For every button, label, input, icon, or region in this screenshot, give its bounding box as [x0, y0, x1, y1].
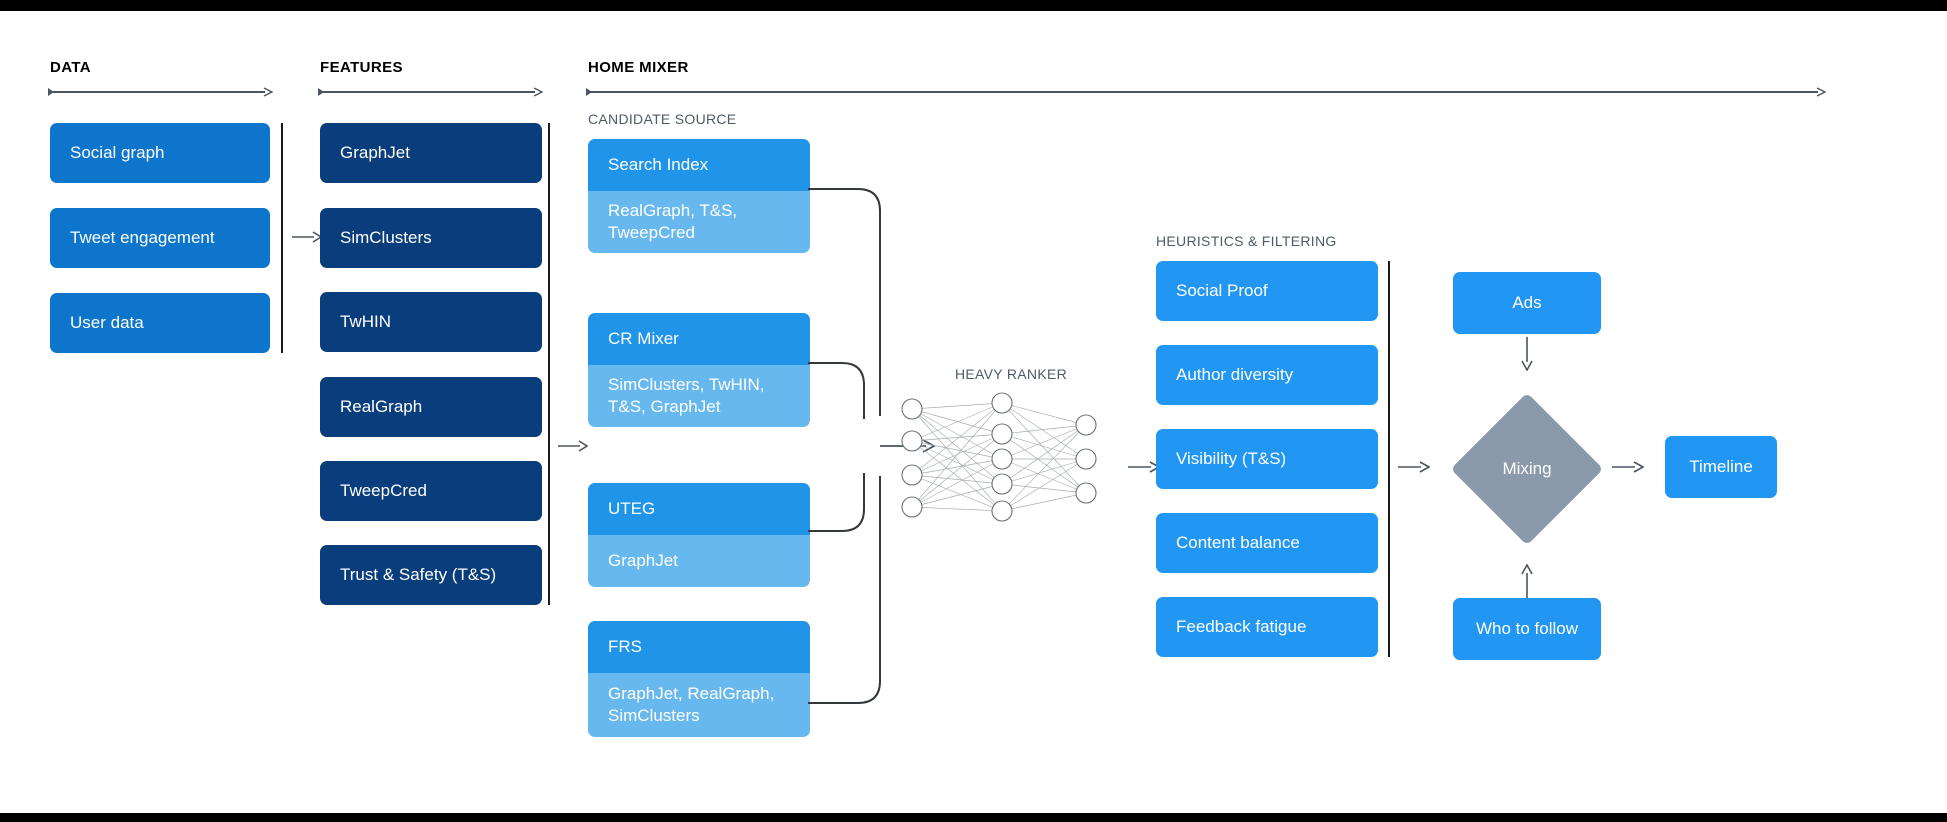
data-box-user-data[interactable]: User data [50, 293, 270, 353]
axis-arrow-features [318, 87, 543, 97]
candidate-source-card-uteg[interactable]: UTEG GraphJet [588, 483, 810, 587]
arrow-data-to-features [292, 231, 322, 243]
axis-line [322, 91, 535, 93]
output-box-who-to-follow[interactable]: Who to follow [1453, 598, 1601, 660]
nn-edges [911, 402, 1087, 512]
candidate-source-name: CR Mixer [588, 313, 810, 365]
candidate-source-card-frs[interactable]: FRS GraphJet, RealGraph, SimClusters [588, 621, 810, 737]
feature-box-simclusters[interactable]: SimClusters [320, 208, 542, 268]
divider-heuristics-mixing [1388, 261, 1390, 657]
feature-box-realgraph[interactable]: RealGraph [320, 377, 542, 437]
candidate-source-name: FRS [588, 621, 810, 673]
axis-line [52, 91, 265, 93]
timeline-label: Timeline [1689, 457, 1753, 477]
arrow-features-to-candidate-source [558, 440, 588, 452]
data-box-label: Tweet engagement [70, 228, 215, 248]
feature-box-label: TwHIN [340, 312, 391, 332]
data-box-label: Social graph [70, 143, 165, 163]
divider-features-homemixer [548, 123, 550, 605]
who-to-follow-label: Who to follow [1475, 619, 1579, 639]
data-box-label: User data [70, 313, 144, 333]
nn-nodes [901, 392, 1097, 522]
heavy-ranker-neural-network [901, 392, 1097, 522]
data-box-tweet-engagement[interactable]: Tweet engagement [50, 208, 270, 268]
axis-tail-icon [318, 88, 324, 96]
feature-box-label: Trust & Safety (T&S) [340, 565, 497, 585]
heuristic-box-label: Author diversity [1176, 365, 1294, 385]
arrow-who-to-follow-to-mixing [1521, 564, 1533, 598]
heuristic-box-label: Content balance [1176, 533, 1300, 553]
section-title-home-mixer: HOME MIXER [588, 59, 689, 76]
candidate-source-name: UTEG [588, 483, 810, 535]
feature-box-label: RealGraph [340, 397, 423, 417]
axis-arrow-home-mixer [586, 87, 1826, 97]
feature-box-graphjet[interactable]: GraphJet [320, 123, 542, 183]
feature-box-label: GraphJet [340, 143, 410, 163]
output-box-ads[interactable]: Ads [1453, 272, 1601, 334]
candidate-source-features: GraphJet, RealGraph, SimClusters [588, 673, 810, 737]
heuristic-box-visibility[interactable]: Visibility (T&S) [1156, 429, 1378, 489]
subsection-title-candidate-source: CANDIDATE SOURCE [588, 111, 737, 127]
heuristic-box-label: Visibility (T&S) [1176, 449, 1287, 469]
arrow-ads-to-mixing [1521, 337, 1533, 371]
arrowhead-icon [263, 87, 273, 97]
feature-box-label: TweepCred [340, 481, 427, 501]
axis-tail-icon [48, 88, 54, 96]
subsection-title-heuristics: HEURISTICS & FILTERING [1156, 233, 1337, 249]
candidate-source-card-cr-mixer[interactable]: CR Mixer SimClusters, TwHIN, T&S, GraphJ… [588, 313, 810, 427]
diagram-canvas: DATA FEATURES HOME MIXER Social [0, 11, 1947, 813]
section-title-data: DATA [50, 59, 92, 76]
candidate-source-features: SimClusters, TwHIN, T&S, GraphJet [588, 365, 810, 427]
output-box-timeline[interactable]: Timeline [1665, 436, 1777, 498]
candidate-source-card-search-index[interactable]: Search Index RealGraph, T&S, TweepCred [588, 139, 810, 253]
candidate-source-features: GraphJet [588, 535, 810, 587]
arrowhead-icon [533, 87, 543, 97]
heuristic-box-content-balance[interactable]: Content balance [1156, 513, 1378, 573]
ads-label: Ads [1512, 293, 1542, 313]
feature-box-twhin[interactable]: TwHIN [320, 292, 542, 352]
subsection-title-heavy-ranker: HEAVY RANKER [955, 366, 1068, 382]
arrow-mixing-to-timeline [1612, 461, 1644, 473]
axis-tail-icon [586, 88, 592, 96]
axis-arrow-data [48, 87, 273, 97]
heuristic-box-label: Social Proof [1176, 281, 1268, 301]
heuristic-box-label: Feedback fatigue [1176, 617, 1307, 637]
feature-box-tweepcred[interactable]: TweepCred [320, 461, 542, 521]
heuristic-box-author-diversity[interactable]: Author diversity [1156, 345, 1378, 405]
feature-box-label: SimClusters [340, 228, 432, 248]
divider-data-features [281, 123, 283, 353]
arrowhead-icon [1816, 87, 1826, 97]
section-title-features: FEATURES [320, 59, 403, 76]
connector-candidate-sources-to-ranker [808, 188, 936, 704]
mixing-diamond[interactable] [1450, 392, 1604, 546]
candidate-source-name: Search Index [588, 139, 810, 191]
data-box-social-graph[interactable]: Social graph [50, 123, 270, 183]
heuristic-box-feedback-fatigue[interactable]: Feedback fatigue [1156, 597, 1378, 657]
heuristic-box-social-proof[interactable]: Social Proof [1156, 261, 1378, 321]
candidate-source-features: RealGraph, T&S, TweepCred [588, 191, 810, 253]
axis-line [590, 91, 1818, 93]
feature-box-trust-safety[interactable]: Trust & Safety (T&S) [320, 545, 542, 605]
arrow-heuristics-to-mixing [1398, 461, 1430, 473]
